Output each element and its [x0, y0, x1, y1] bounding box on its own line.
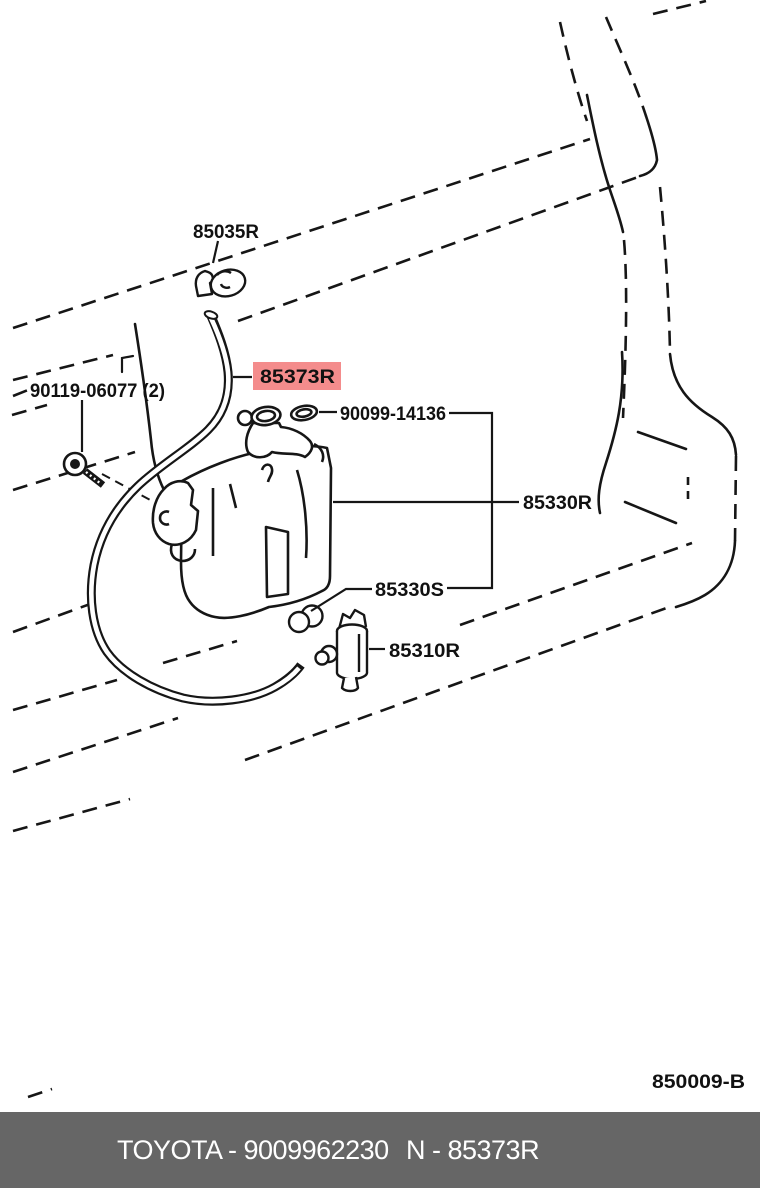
gate-edge-dashed: [733, 455, 738, 542]
hose-open-end: [203, 310, 219, 320]
recess-detail-1: [636, 430, 688, 451]
bracket-lower-hook: [169, 543, 197, 563]
phantom-body-lines: [11, 0, 738, 1099]
body-line-window-lower: [12, 137, 591, 330]
pump-body: [335, 631, 369, 681]
tank-hook-mark: [260, 463, 274, 483]
inner-panel-contour: [133, 322, 166, 492]
pillar-left-dashed-mid: [621, 239, 628, 419]
bolt-threads: [85, 471, 102, 485]
body-line-left-short-2: [12, 386, 34, 398]
grommet-flange: [287, 610, 311, 634]
tank-inner-line-3: [295, 469, 308, 559]
bolt-head: [70, 459, 80, 469]
roofline-dash: [652, 0, 707, 16]
body-line-gate-upper: [237, 175, 639, 323]
pillar-right-dashed-top: [604, 16, 648, 117]
bolt-shaft: [82, 468, 106, 488]
pillar-right-knee: [638, 114, 659, 178]
tank-outline: [179, 444, 333, 620]
tank-bracket: [151, 479, 200, 547]
washer-nozzle: [194, 268, 247, 298]
body-line-behind-bolt: [12, 450, 136, 492]
tank-inner-line-2: [228, 483, 238, 509]
body-line-gate-bottom: [244, 604, 673, 762]
hose-inner: [89, 317, 301, 704]
pump-foot: [340, 676, 360, 693]
nozzle-elbow: [194, 269, 214, 298]
part-label-tank-sub[interactable]: 85330S: [375, 580, 444, 601]
body-line-lower-4: [12, 797, 131, 833]
pump-nipple-inner: [314, 650, 330, 666]
gate-bottom-corner: [674, 539, 737, 609]
washer-tank: [151, 404, 333, 620]
footer-bar: TOYOTA - 9009962230 N - 85373R: [0, 1112, 760, 1188]
part-label-bolt[interactable]: 90119-06077 (2): [30, 381, 165, 402]
solid-body-lines: [120, 93, 738, 609]
footer-part-number: N - 85373R: [406, 1135, 540, 1165]
pillar-left-s-curve: [597, 350, 624, 515]
pillar-left-solid: [585, 93, 625, 234]
recess-detail-2: [623, 500, 678, 525]
bracket-hole: [158, 510, 170, 526]
leader-nozzle: [211, 240, 220, 264]
body-line-bottom-left-dash: [27, 1087, 53, 1099]
pillar-left-dashed-top: [558, 21, 589, 122]
body-line-left-short-1: [12, 353, 114, 382]
tank-grommet: [287, 604, 324, 634]
body-line-lower-3: [12, 541, 693, 774]
mounting-bolt: [62, 451, 106, 488]
part-label-nozzle[interactable]: 85035R: [193, 222, 259, 243]
body-line-lower-2: [12, 639, 238, 712]
panel-corner-mark: [120, 354, 135, 374]
filler-cup-inner: [255, 409, 277, 423]
leader-packing-bracket: [447, 411, 494, 590]
gate-corner-sweep: [668, 352, 738, 457]
tank-recess: [264, 525, 290, 599]
figure-code: 850009-B: [652, 1072, 745, 1093]
part-label-tank[interactable]: 85330R: [523, 493, 592, 514]
part-label-hose[interactable]: 85373R: [260, 367, 335, 388]
leader-lines: [80, 240, 519, 651]
filler-neck: [244, 421, 314, 459]
body-line-lower-1: [12, 601, 94, 634]
part-label-packing[interactable]: 90099-14136: [340, 404, 446, 425]
footer-part-reference: TOYOTA - 9009962230: [117, 1135, 389, 1165]
part-label-pump[interactable]: 85310R: [389, 641, 460, 662]
washer-pump: [314, 608, 369, 693]
pillar-right-dashed-mid: [658, 186, 672, 353]
highlighted-callout[interactable]: 85373R: [253, 362, 341, 390]
nozzle-detail: [216, 270, 232, 289]
body-line-left-short-3: [11, 403, 48, 417]
highlight-box: [253, 362, 341, 390]
neck-fold: [313, 442, 325, 463]
packing-ring-inner: [295, 407, 313, 419]
leader-grommet: [310, 587, 372, 612]
neck-tab: [236, 409, 254, 427]
washer-hose: [86, 310, 305, 706]
